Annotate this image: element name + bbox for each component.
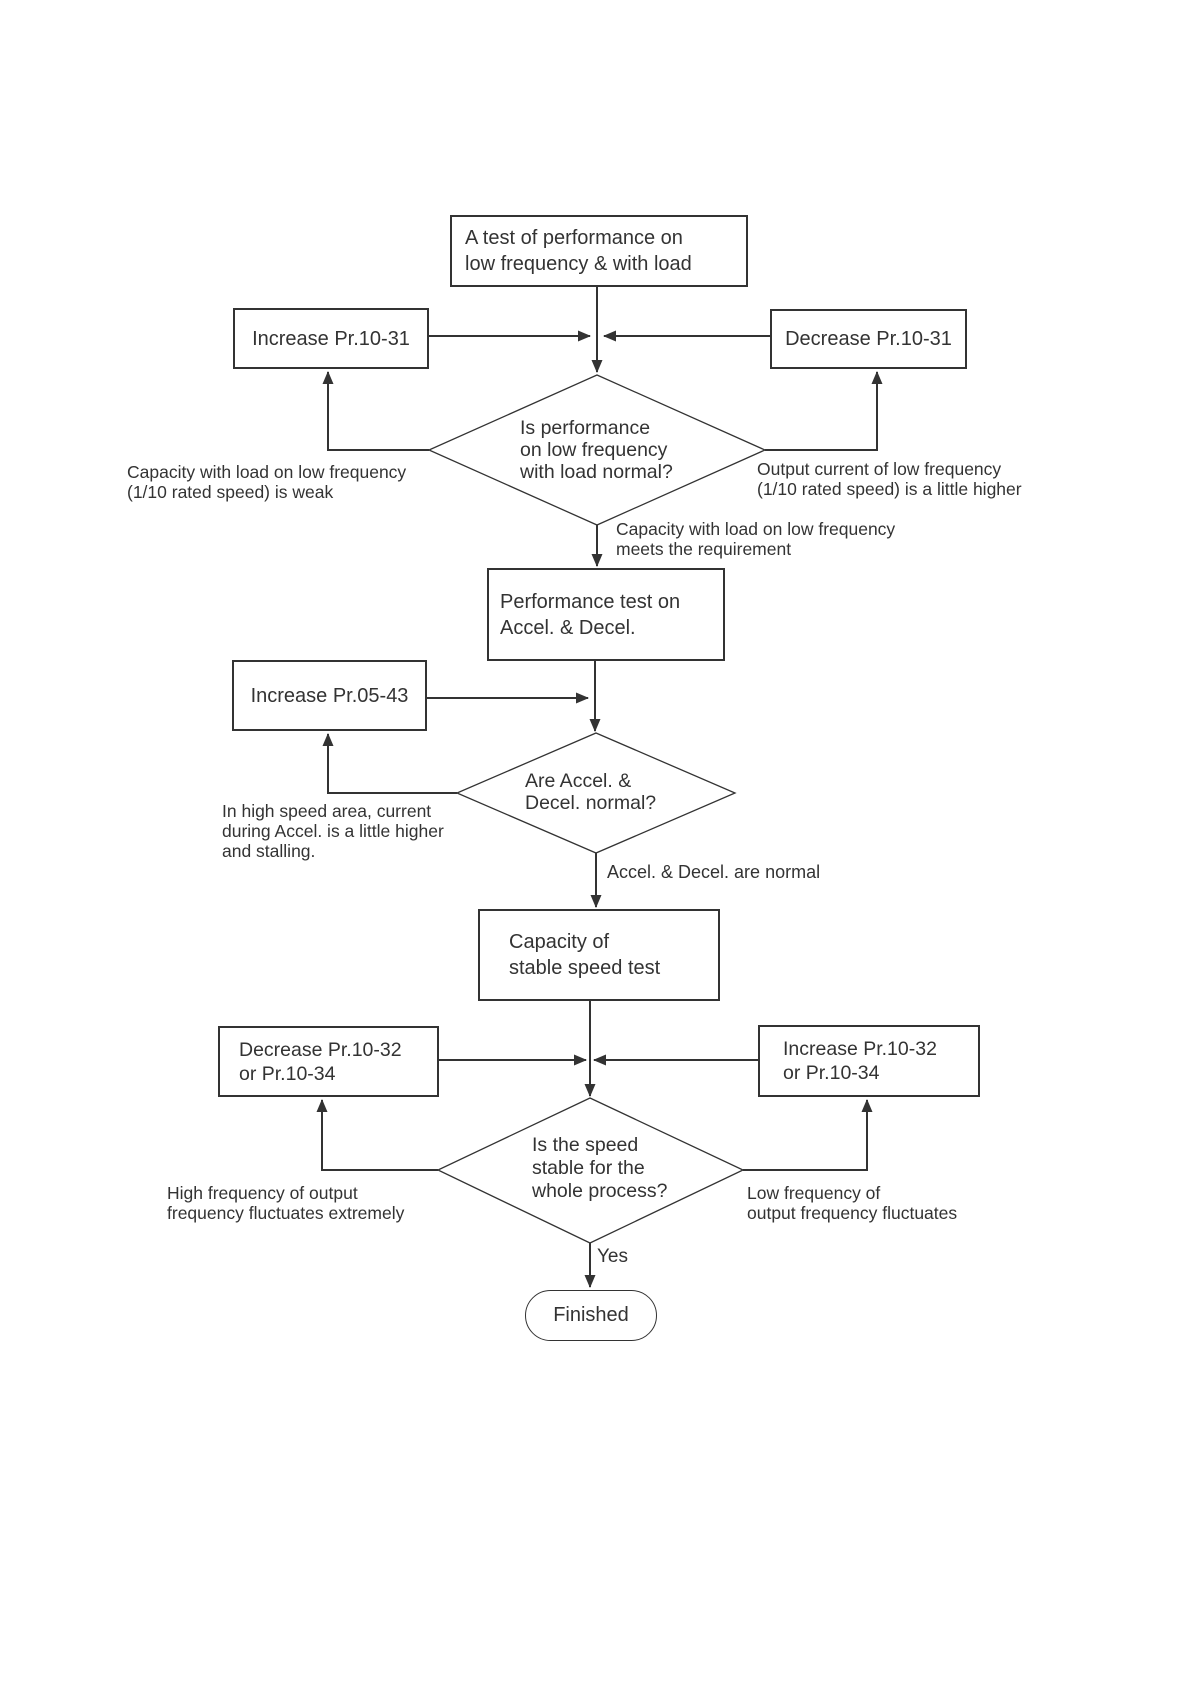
node-increase-pr-05-43: Increase Pr.05-43 xyxy=(232,660,427,731)
edge-decision3-to-increase1032 xyxy=(743,1099,873,1171)
node-finished: Finished xyxy=(525,1290,657,1341)
node-test-low-freq: A test of performance on low frequency &… xyxy=(450,215,748,287)
node-decrease-pr-10-32: Decrease Pr.10-32 or Pr.10-34 xyxy=(218,1026,439,1097)
label-yes: Yes xyxy=(597,1246,628,1267)
edge-decision1-to-decrease1031 xyxy=(765,371,883,451)
edge-decision3-to-decrease1032 xyxy=(316,1099,438,1171)
label-high-speed-stalling: In high speed area, current during Accel… xyxy=(222,801,444,861)
decision-accel-decel-text: Are Accel. & Decel. normal? xyxy=(525,770,657,814)
node-capacity-stable-speed: Capacity of stable speed test xyxy=(478,909,720,1001)
decision-low-freq-text: Is performance on low frequency with loa… xyxy=(520,417,673,483)
node-decrease-pr-10-31: Decrease Pr.10-31 xyxy=(770,309,967,369)
node-perf-test-accel-decel: Performance test on Accel. & Decel. xyxy=(487,568,725,661)
label-output-current-higher: Output current of low frequency (1/10 ra… xyxy=(757,459,1022,499)
edge-decision1-to-increase1031 xyxy=(322,371,429,451)
edge-decision2-to-increase0543 xyxy=(322,733,457,794)
label-high-freq-fluctuates: High frequency of output frequency fluct… xyxy=(167,1183,405,1223)
decision-speed-stable-text: Is the speed stable for the whole proces… xyxy=(532,1134,668,1202)
label-capacity-weak: Capacity with load on low frequency (1/1… xyxy=(127,462,407,502)
label-accel-decel-normal: Accel. & Decel. are normal xyxy=(607,862,821,882)
node-increase-pr-10-32: Increase Pr.10-32 or Pr.10-34 xyxy=(758,1025,980,1097)
label-capacity-meets: Capacity with load on low frequency meet… xyxy=(616,519,896,559)
node-increase-pr-10-31: Increase Pr.10-31 xyxy=(233,308,429,369)
label-low-freq-fluctuates: Low frequency of output frequency fluctu… xyxy=(747,1183,958,1223)
